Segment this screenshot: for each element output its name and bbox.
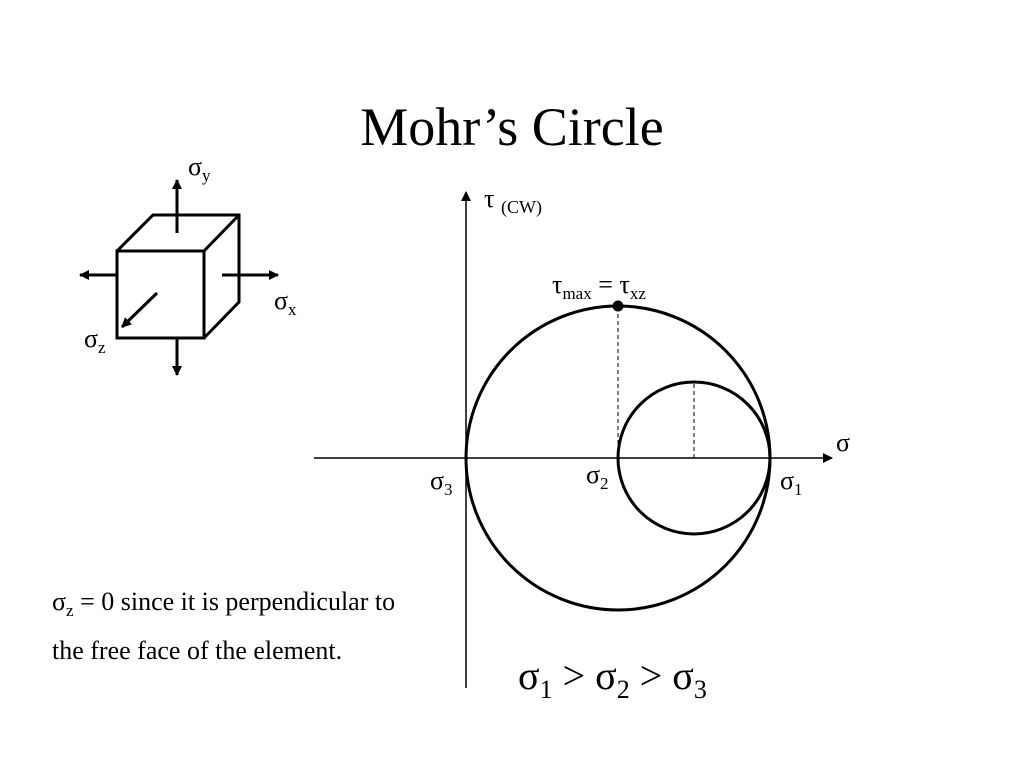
sigma-z-arrow	[120, 291, 159, 329]
sigma3-label: σ3	[430, 466, 453, 499]
sigma2-label: σ2	[586, 460, 609, 493]
inequality-label: σ1 > σ2 > σ3	[518, 653, 707, 704]
cube-sigma-z-label: σz	[84, 324, 106, 357]
tau-axis-label: τ (CW)	[484, 184, 542, 217]
stress-arrows	[79, 179, 279, 376]
stress-cube	[115, 213, 241, 340]
sigma-axis-label: σ	[836, 428, 851, 457]
slide-title: Mohr’s Circle	[360, 97, 664, 157]
cube-sigma-y-label: σy	[188, 152, 211, 185]
tau-max-point	[612, 300, 624, 312]
cube-sigma-x-label: σx	[274, 286, 297, 319]
tau-max-label: τmax = τxz	[552, 270, 646, 303]
note-text: σz = 0 since it is perpendicular to the …	[52, 587, 396, 665]
sigma1-label: σ1	[780, 466, 803, 499]
